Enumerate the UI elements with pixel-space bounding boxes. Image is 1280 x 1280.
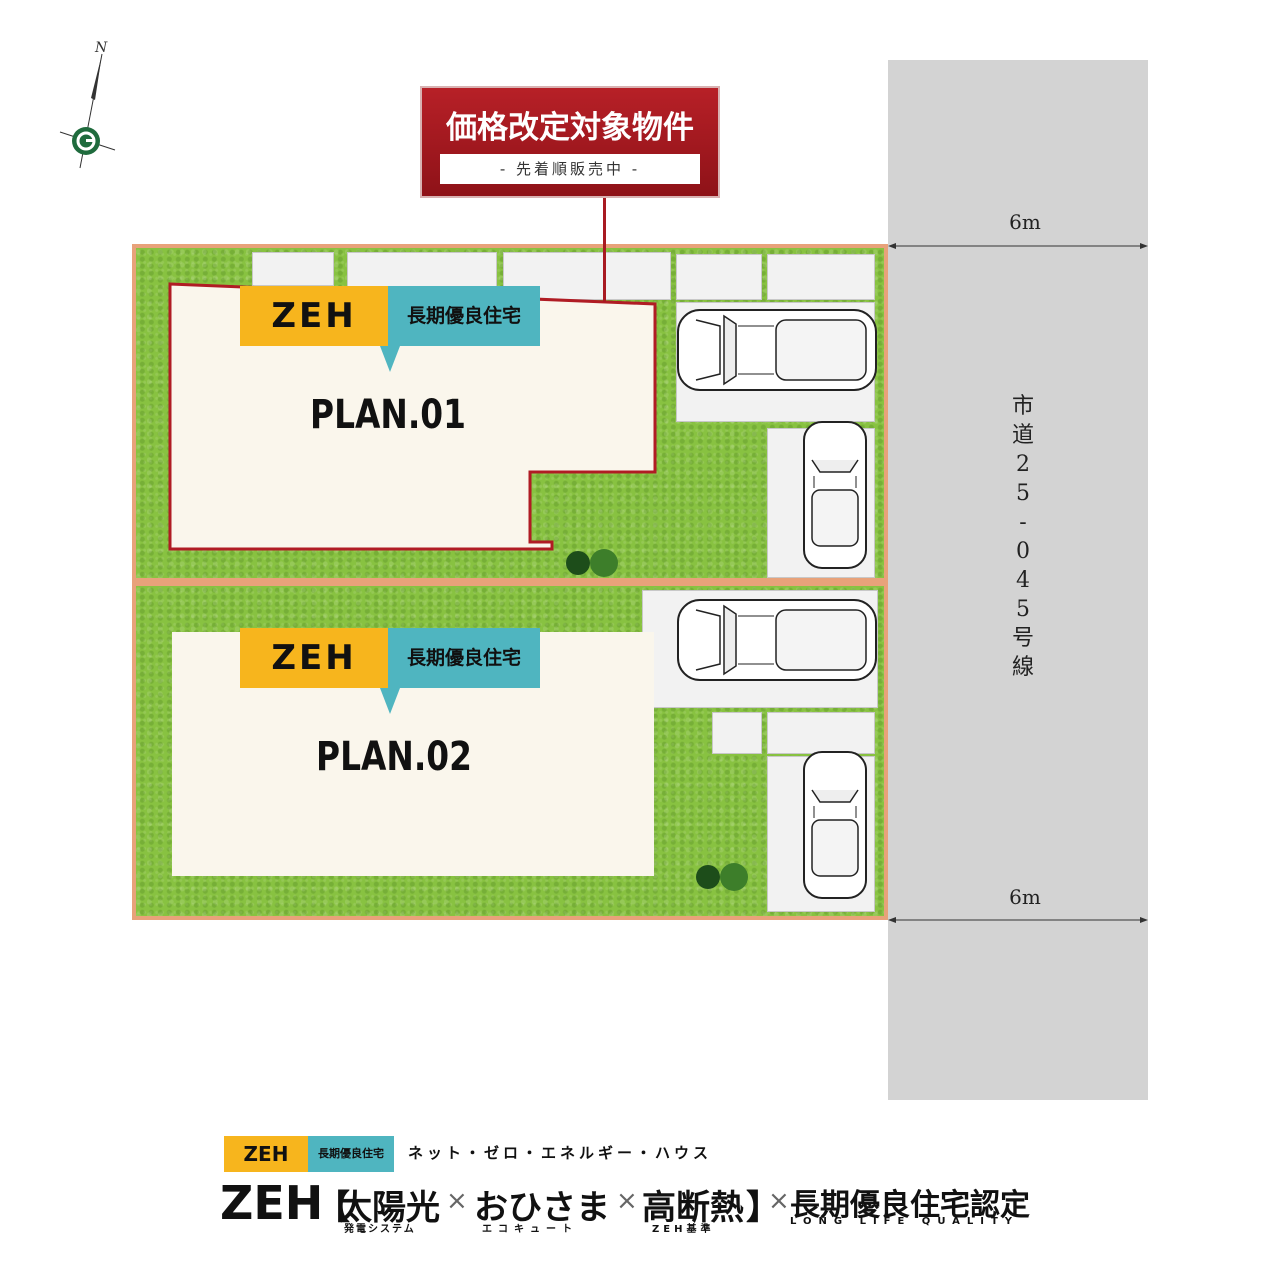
- footer-choki-badge: 長期優良住宅: [308, 1136, 394, 1172]
- footer-item-insulation-sub: ZEH基準: [652, 1224, 715, 1235]
- road-width-top-label: 6m: [1009, 210, 1041, 234]
- car-icon: [803, 751, 867, 899]
- parking-pad: [712, 712, 762, 754]
- road: [888, 60, 1148, 1100]
- footer-item-insulation: 高断熱: [642, 1188, 744, 1228]
- house-plan-01: [168, 282, 658, 552]
- road-name-char: 線: [1011, 655, 1034, 680]
- road-width-bottom-label: 6m: [1009, 885, 1041, 909]
- footer-katakana: ネット・ゼロ・エネルギー・ハウス: [408, 1144, 713, 1162]
- plan-02-label: PLAN.02: [316, 734, 472, 780]
- tree-icon: [566, 549, 618, 577]
- road-name-char: 道: [1011, 423, 1034, 448]
- footer-headline: ZEH 【 太陽光 発電システム × おひさま エコキュート × 高断熱 ZEH…: [220, 1176, 1070, 1236]
- road-name-char: 市: [1011, 394, 1034, 419]
- footer-item-long-life: 長期優良住宅認定: [790, 1188, 1030, 1223]
- footer-times-1: ×: [446, 1186, 468, 1216]
- zeh-badge: ZEH: [240, 628, 388, 688]
- road-width-dimension-bottom: [888, 910, 1148, 930]
- sign-subtitle-box: - 先着順販売中 -: [440, 154, 700, 184]
- car-icon: [803, 421, 867, 569]
- footer-item-solar-sub: 発電システム: [344, 1224, 416, 1235]
- compass: N: [55, 40, 125, 180]
- road-name-char: 4: [1016, 568, 1030, 593]
- compass-needle-icon: [59, 53, 116, 169]
- car-icon: [677, 309, 877, 391]
- sign-title: 価格改定対象物件: [446, 110, 694, 146]
- paving: [252, 252, 334, 286]
- sign-pointer: [603, 196, 606, 302]
- footer-zeh-big: ZEH: [220, 1176, 324, 1230]
- footer-badge: ZEH 長期優良住宅: [224, 1136, 394, 1172]
- plan-02-badge: ZEH 長期優良住宅: [240, 628, 540, 718]
- footer-item-ohisama-sub: エコキュート: [482, 1224, 578, 1235]
- plan-01-badge: ZEH 長期優良住宅: [240, 286, 540, 376]
- choki-badge: 長期優良住宅: [388, 628, 540, 688]
- footer-times-2: ×: [616, 1186, 638, 1216]
- car-icon: [677, 599, 877, 681]
- road-name-char: 号: [1011, 626, 1034, 651]
- price-revision-sign: 価格改定対象物件 - 先着順販売中 -: [420, 86, 720, 198]
- road-name-char: 5: [1016, 481, 1030, 506]
- zeh-badge: ZEH: [240, 286, 388, 346]
- sign-subtitle: - 先着順販売中 -: [499, 160, 641, 178]
- paving: [767, 254, 875, 300]
- footer-zeh-badge: ZEH: [224, 1136, 308, 1172]
- parking-pad: [767, 712, 875, 754]
- road-width-dimension-top: [888, 236, 1148, 256]
- road-name-char: -: [1019, 510, 1027, 535]
- road-name: 市道 2 5 - 0 4 5 号線: [1008, 392, 1038, 682]
- badge-pointer-icon: [380, 688, 400, 714]
- footer-item-ohisama: おひさま: [474, 1188, 610, 1228]
- badge-pointer-icon: [380, 346, 400, 372]
- footer-times-3: ×: [768, 1186, 790, 1216]
- choki-badge: 長期優良住宅: [388, 286, 540, 346]
- footer-item-solar: 太陽光: [338, 1188, 440, 1228]
- road-name-char: 5: [1016, 597, 1030, 622]
- paving: [676, 254, 762, 300]
- footer-bracket-close: 】: [746, 1188, 780, 1228]
- road-name-char: 0: [1016, 539, 1030, 564]
- north-label: N: [95, 40, 108, 56]
- plan-01-label: PLAN.01: [310, 392, 466, 438]
- footer-bracket-open: 【: [316, 1188, 350, 1228]
- road-name-char: 2: [1016, 452, 1030, 477]
- footer-item-long-life-sub: LONG LIFE QUALITY: [790, 1216, 1020, 1227]
- tree-icon: [696, 863, 748, 891]
